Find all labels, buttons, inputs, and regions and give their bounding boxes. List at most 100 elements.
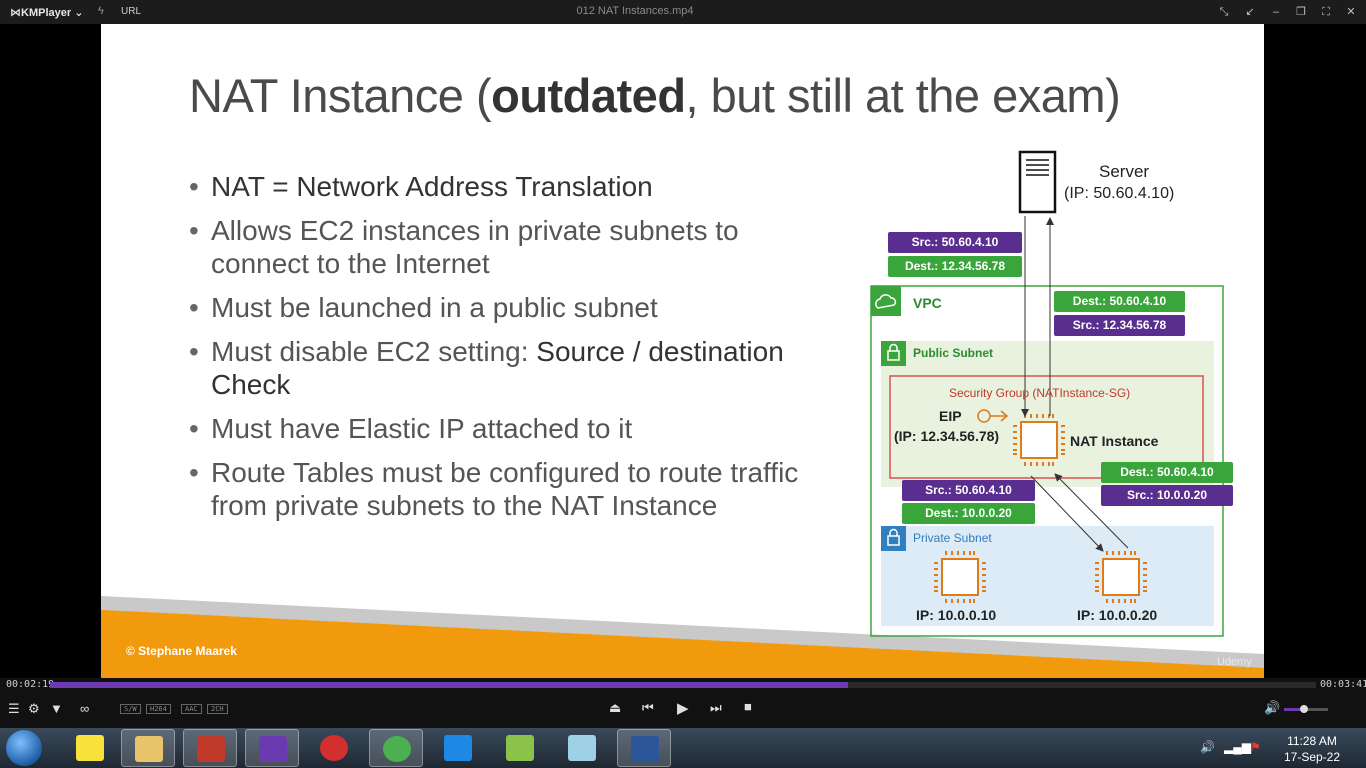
chrome-icon (383, 736, 411, 762)
packet-dest-tag: Dest.: 50.60.4.10 (1054, 291, 1185, 312)
bullet-item: Must disable EC2 setting: Source / desti… (189, 335, 809, 401)
bullet-item: Must have Elastic IP attached to it (189, 412, 809, 445)
arrow-nat-to-private (1030, 475, 1104, 552)
url-button[interactable]: URL (121, 6, 142, 17)
app-name: KMPlayer (21, 7, 72, 19)
bullet-item: NAT = Network Address Translation (189, 170, 809, 203)
nat-instance-chip-icon (1013, 414, 1065, 466)
seek-bar-fill (50, 682, 848, 688)
vr-icon[interactable]: ∞ (80, 701, 90, 716)
pdf-reader-taskbar-button[interactable] (183, 729, 237, 767)
nat-instance-label: NAT Instance (1070, 433, 1159, 449)
folder-icon (135, 736, 163, 762)
eip-label: EIP (939, 408, 962, 424)
network-tray-icon[interactable]: ▂▄▆ (1224, 740, 1251, 754)
playlist-icon[interactable]: ☰ (8, 701, 20, 716)
eip-ip-label: (IP: 12.34.56.78) (894, 428, 1000, 444)
packet-src-tag: Src.: 12.34.56.78 (1054, 315, 1185, 336)
slide-footer-shape (101, 596, 1264, 678)
bullet-list: NAT = Network Address Translation Allows… (189, 170, 809, 533)
seek-bar[interactable] (50, 682, 1316, 688)
server-ip-label: (IP: 50.60.4.10) (1064, 185, 1175, 202)
packet-src-tag: Src.: 10.0.0.20 (1101, 485, 1233, 506)
packet-src-tag: Src.: 50.60.4.10 (888, 232, 1022, 253)
pdf-icon (197, 736, 225, 762)
speaker-tray-icon[interactable]: 🔊 (1200, 740, 1215, 754)
codec-badge: S/W (120, 704, 141, 714)
start-button[interactable] (6, 730, 42, 766)
app-menu-button[interactable]: ⋈KMPlayer ⌄ (10, 7, 84, 19)
volume-fill (1284, 708, 1304, 711)
instance-1-ip: IP: 10.0.0.10 (916, 607, 997, 623)
close-button[interactable]: ✕ (1346, 6, 1356, 18)
explorer-taskbar-button[interactable] (121, 729, 175, 767)
compact-icon[interactable]: ↙ (1245, 6, 1255, 18)
private-lock-icon (881, 526, 906, 551)
instance-2-ip: IP: 10.0.0.20 (1077, 607, 1158, 623)
minimize-button[interactable]: – (1272, 6, 1280, 18)
restore-button[interactable]: ❐ (1296, 6, 1306, 18)
arrow-private-to-nat (1054, 473, 1129, 549)
lightning-icon[interactable]: ϟ (98, 5, 104, 17)
packet-dest-tag: Dest.: 12.34.56.78 (888, 256, 1022, 277)
udemy-watermark: Udemy (1217, 656, 1252, 668)
settings-icon[interactable]: ⚙ (28, 701, 40, 716)
volume-icon[interactable]: 🔊 (1264, 700, 1281, 715)
notepadpp-taskbar-button[interactable] (493, 729, 547, 767)
word-icon (631, 736, 659, 762)
security-group-label: Security Group (NATInstance-SG) (949, 386, 1131, 400)
player-controls: ☰ ⚙ ▼ ∞ S/W H264 AAC 2CH ⏏ ⏮ ▶ ⏭ ■ 🔊 (0, 693, 1366, 728)
play-icon[interactable]: ▶ (677, 700, 689, 717)
opera-icon (320, 735, 348, 761)
copyright-text: © Stephane Maarek (126, 644, 237, 658)
slide-title: NAT Instance (outdated, but still at the… (189, 69, 1121, 122)
total-time: 00:03:41 (1320, 679, 1366, 690)
title-bar: ⋈KMPlayer ⌄ ϟ URL 012 NAT Instances.mp4 … (0, 0, 1366, 24)
codec-badge: H264 (146, 704, 171, 714)
3d-icon[interactable]: ▼ (50, 701, 63, 716)
eject-icon[interactable]: ⏏ (609, 700, 622, 715)
word-taskbar-button[interactable] (617, 729, 671, 767)
clock-date: 17-Sep-22 (1283, 750, 1341, 764)
kmplayer-taskbar-button[interactable] (245, 729, 299, 767)
eraser-icon (568, 735, 596, 761)
public-lock-icon (881, 341, 906, 366)
stop-icon[interactable]: ■ (744, 699, 752, 714)
private-subnet-label: Private Subnet (913, 531, 992, 545)
notepadpp-icon (506, 735, 534, 761)
seek-bar-row: 00:02:19 00:03:41 (0, 678, 1366, 693)
current-time: 00:02:19 (6, 679, 55, 690)
clock-time: 11:28 AM (1287, 734, 1337, 748)
vpc-cloud-icon (871, 286, 901, 316)
action-center-tray-icon[interactable]: ⚑ (1250, 740, 1261, 754)
eip-connector-icon (977, 409, 1009, 423)
volume-knob[interactable] (1299, 705, 1308, 713)
nat-diagram (870, 150, 1224, 637)
video-frame[interactable]: NAT Instance (outdated, but still at the… (101, 24, 1264, 678)
eraser-taskbar-button[interactable] (555, 729, 609, 767)
opera-taskbar-button[interactable] (307, 729, 361, 767)
volume-slider[interactable] (1284, 705, 1328, 713)
codec-badge: AAC (181, 704, 202, 714)
window-title: 012 NAT Instances.mp4 (576, 5, 694, 17)
windows-taskbar: 🔊 ▂▄▆ ⚑ 11:28 AM 17-Sep-22 (0, 728, 1366, 768)
chrome-taskbar-button[interactable] (369, 729, 423, 767)
sticky-notes-taskbar-button[interactable] (63, 729, 117, 767)
taskbar-clock[interactable]: 11:28 AM 17-Sep-22 (1272, 733, 1352, 765)
bullet-item: Allows EC2 instances in private subnets … (189, 214, 809, 280)
packet-dest-tag: Dest.: 50.60.4.10 (1101, 462, 1233, 483)
next-icon[interactable]: ⏭ (710, 700, 722, 715)
pin-icon[interactable]: ⤡ (1219, 6, 1229, 18)
fullscreen-button[interactable]: ⛶ (1322, 6, 1330, 18)
packet-dest-tag: Dest.: 10.0.0.20 (902, 503, 1035, 524)
bullet-item: Must be launched in a public subnet (189, 291, 809, 324)
security-group-box (889, 375, 1204, 479)
vscode-taskbar-button[interactable] (431, 729, 485, 767)
bullet-item: Route Tables must be configured to route… (189, 456, 809, 522)
instance-chip-icon-2 (1095, 551, 1147, 603)
vscode-icon (444, 735, 472, 761)
kmplayer-icon (259, 736, 287, 762)
previous-icon[interactable]: ⏮ (642, 700, 654, 715)
kmplayer-logo-icon: ⋈ (10, 7, 21, 19)
